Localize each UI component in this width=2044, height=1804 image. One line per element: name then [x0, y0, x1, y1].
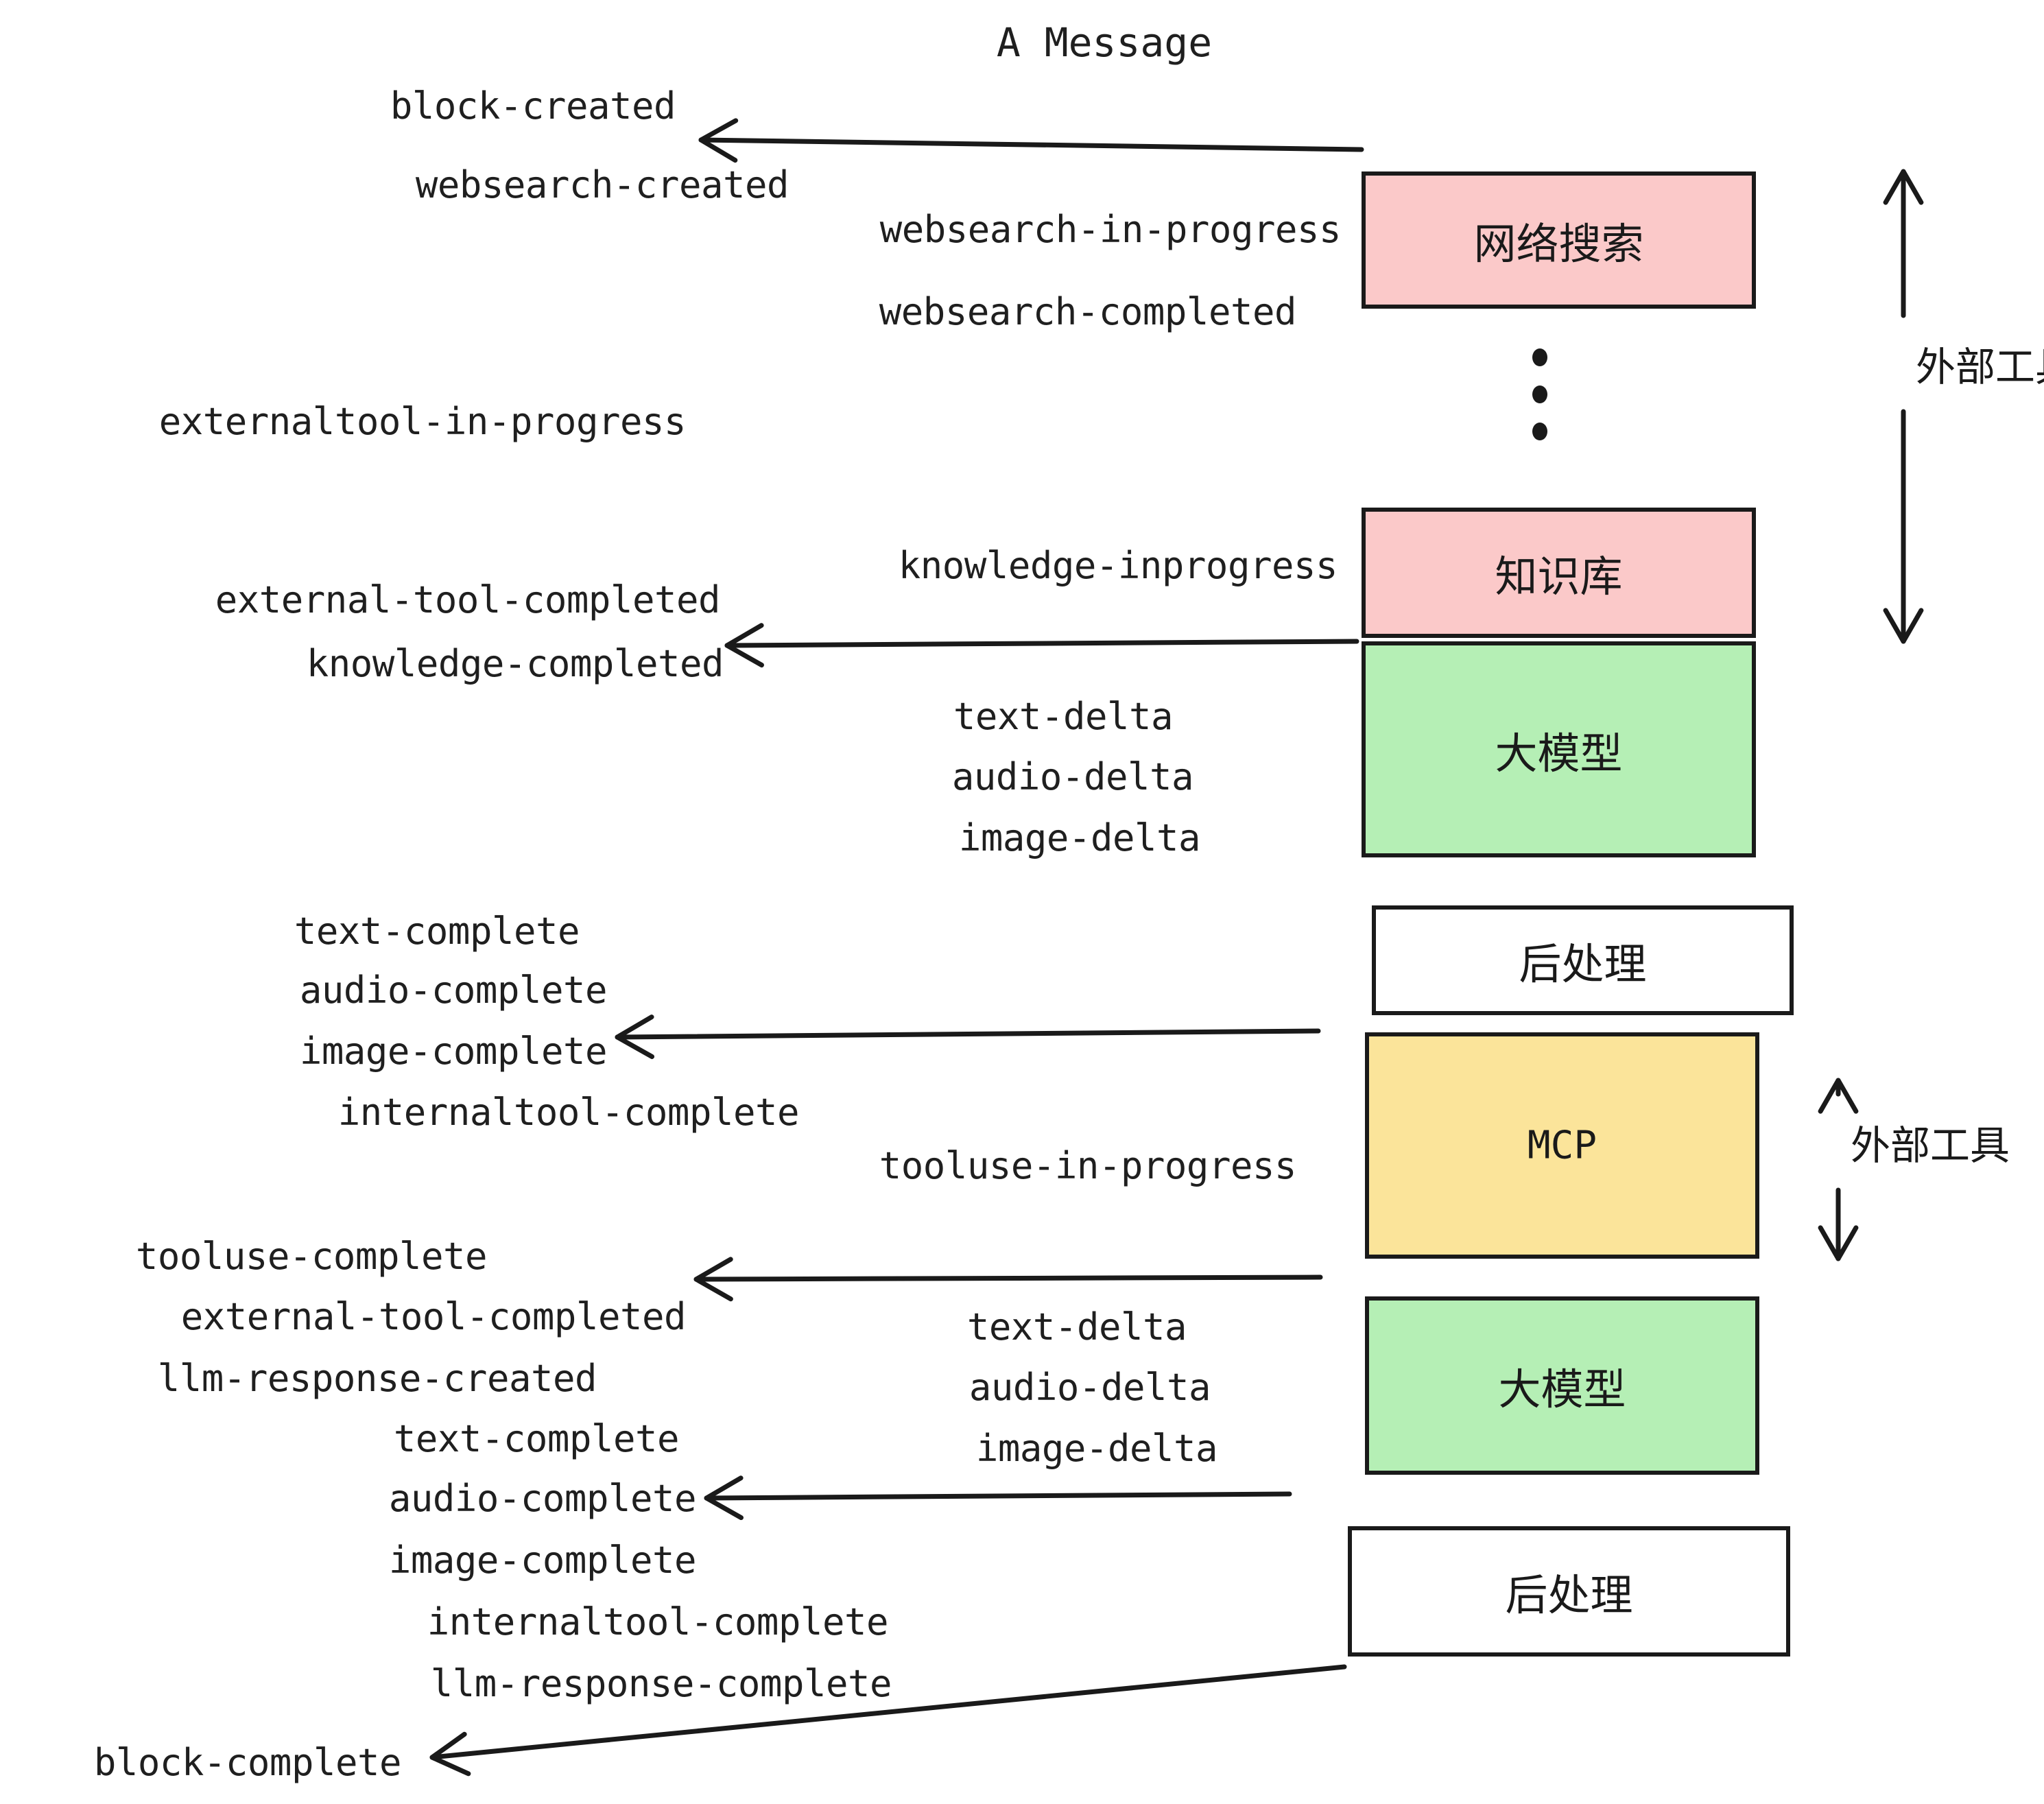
node-box-websearch [1362, 171, 1756, 309]
event-label-llm-response-complete: llm-response-complete [430, 1662, 892, 1705]
ellipsis-dots [1532, 329, 1547, 460]
node-label-knowledge: 知识库 [1495, 554, 1623, 601]
arrow-knowledge-done-head [724, 623, 764, 668]
event-label-image-delta-2: image-delta [975, 1427, 1218, 1470]
ellipsis-dot [1532, 423, 1547, 440]
event-label-image-delta-1: image-delta [958, 816, 1201, 859]
arrow-tooluse-done-line [693, 1274, 1323, 1282]
event-label-text-complete-1: text-complete [294, 910, 580, 953]
event-label-tooluse-in-progress: tooluse-in-progress [879, 1144, 1297, 1187]
event-label-text-delta-2: text-delta [966, 1305, 1187, 1349]
side-group-label-external-tools-top: 外部工具 [1916, 345, 2044, 390]
node-box-post2 [1348, 1526, 1790, 1657]
side-group-label-external-tools-bottom: 外部工具 [1851, 1124, 2010, 1168]
event-label-block-complete: block-complete [93, 1741, 402, 1784]
node-label-llm1: 大模型 [1495, 730, 1623, 778]
event-label-audio-complete-2: audio-complete [388, 1477, 697, 1520]
node-box-post1 [1372, 905, 1794, 1015]
event-label-tooluse-complete: tooluse-complete [135, 1235, 488, 1278]
node-label-websearch: 网络搜索 [1473, 221, 1644, 268]
arrow-block-complete-head [429, 1731, 471, 1777]
event-label-llm-response-created: llm-response-created [157, 1357, 597, 1400]
ellipsis-dot [1532, 385, 1547, 403]
node-box-llm2 [1365, 1296, 1759, 1475]
event-label-audio-delta-1: audio-delta [951, 755, 1194, 798]
event-label-text-complete-2: text-complete [393, 1417, 680, 1460]
ellipsis-dot [1532, 348, 1547, 366]
arrow-audio-complete-line [704, 1491, 1292, 1501]
external-tools-bottom-down-head [1818, 1225, 1859, 1261]
node-box-llm1 [1362, 641, 1756, 857]
node-label-mcp: MCP [1527, 1123, 1597, 1168]
arrow-block-created-head [698, 118, 739, 163]
node-box-knowledge [1362, 508, 1756, 638]
node-label-llm2: 大模型 [1498, 1366, 1626, 1414]
event-label-image-complete-2: image-complete [388, 1539, 697, 1582]
arrow-knowledge-done-line [724, 639, 1359, 648]
event-label-text-delta-1: text-delta [953, 695, 1174, 738]
external-tools-top-down-head [1883, 608, 1924, 644]
event-label-image-complete-1: image-complete [299, 1030, 608, 1073]
event-label-internaltool-complete-2: internaltool-complete [427, 1600, 889, 1643]
event-label-audio-delta-2: audio-delta [968, 1366, 1211, 1409]
event-label-knowledge-inprogress: knowledge-inprogress [898, 544, 1338, 587]
arrow-image-complete-line [615, 1028, 1321, 1040]
external-tools-bottom-up-head [1818, 1078, 1859, 1114]
event-label-websearch-completed: websearch-completed [879, 290, 1297, 333]
page-title: A Message [996, 19, 1213, 66]
event-label-websearch-created: websearch-created [415, 163, 789, 206]
event-label-knowledge-completed: knowledge-completed [306, 642, 724, 685]
external-tools-top-up-head [1883, 169, 1924, 205]
event-label-block-created: block-created [390, 84, 676, 128]
node-label-post1: 后处理 [1519, 941, 1647, 988]
arrow-image-complete-head [615, 1014, 655, 1059]
event-label-internaltool-complete-1: internaltool-complete [337, 1091, 800, 1134]
node-label-post2: 后处理 [1505, 1572, 1633, 1619]
event-label-audio-complete-1: audio-complete [299, 969, 608, 1012]
event-label-external-tool-completed-2: external-tool-completed [180, 1295, 687, 1338]
event-label-websearch-in-progress: websearch-in-progress [879, 208, 1342, 251]
arrow-tooluse-done-head [693, 1257, 733, 1302]
arrow-audio-complete-head [704, 1475, 744, 1521]
node-box-mcp [1365, 1032, 1759, 1259]
arrow-block-created-line [698, 137, 1364, 152]
event-label-external-tool-completed-1: external-tool-completed [215, 578, 721, 621]
event-label-externaltool-in-progress: externaltool-in-progress [158, 400, 687, 443]
